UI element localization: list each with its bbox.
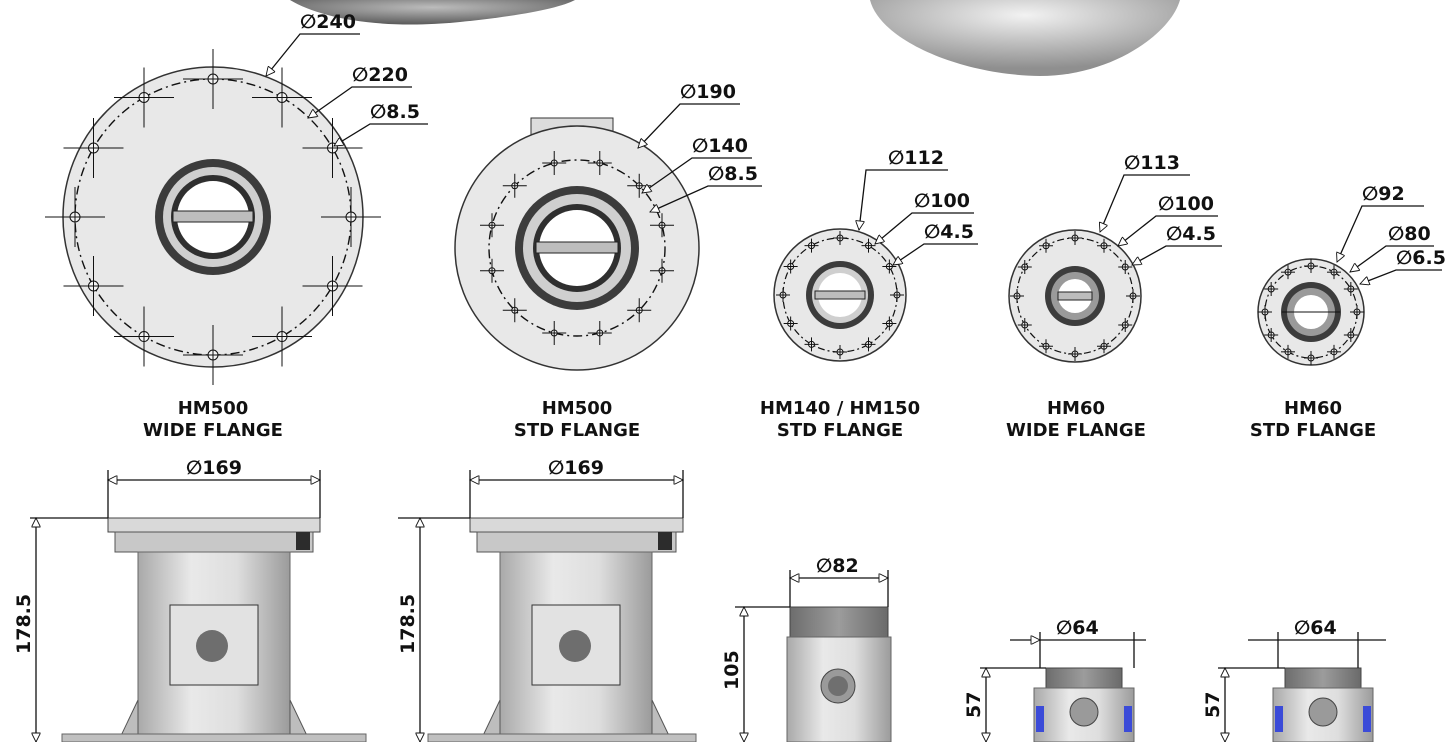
dim-hm500-std-height: 178.5 [397,594,419,654]
dim-hm60-wide-side-width: ∅64 [1056,617,1099,639]
dim-hm60-std-outer: ∅92 [1362,183,1405,205]
dim-hm60-std-height: 57 [1202,692,1224,718]
label-hm60-std-model: HM60 [1284,398,1342,419]
label-hm500-std-model: HM500 [542,398,613,419]
dim-hm500-wide-height: 178.5 [13,594,35,654]
side-view-hm60-wide [1033,667,1135,742]
top-view-hm140-std [773,228,907,362]
label-hm140-model: HM140 / HM150 [760,398,920,419]
dim-hm500-wide-outer: ∅240 [300,11,356,33]
top-view-hm500-std [454,117,700,371]
dim-hm60-std-hole: ∅6.5 [1396,247,1445,269]
side-view-hm140 [786,606,892,742]
label-hm500-wide-model: HM500 [178,398,249,419]
label-hm500-std-flange: STD FLANGE [514,420,640,441]
side-view-hm500-std [427,517,697,742]
dim-hm140-side-width: ∅82 [816,555,859,577]
dim-hm140-bolt-circle: ∅100 [914,190,970,212]
side-view-hm500-wide [61,517,367,742]
dim-hm500-wide-side-width: ∅169 [186,457,242,479]
dim-hm60-wide-outer: ∅113 [1124,152,1180,174]
label-hm60-std-flange: STD FLANGE [1250,420,1376,441]
dim-hm60-std-side-width: ∅64 [1294,617,1337,639]
dim-hm60-std-bolt-circle: ∅80 [1388,223,1431,245]
label-hm500-wide-flange: WIDE FLANGE [143,420,283,441]
product-photo-right [870,0,1180,76]
label-hm60-wide-model: HM60 [1047,398,1105,419]
top-view-hm60-std [1257,258,1365,366]
dim-hm140-hole: ∅4.5 [924,221,974,243]
dim-hm60-wide-height: 57 [963,692,985,718]
dim-hm500-wide-hole: ∅8.5 [370,101,420,123]
dim-hm500-std-bolt-circle: ∅140 [692,135,748,157]
dim-hm60-wide-hole: ∅4.5 [1166,223,1216,245]
dim-hm140-height: 105 [721,650,743,690]
side-view-hm60-std [1272,667,1374,742]
dim-hm140-outer: ∅112 [888,147,944,169]
dim-hm500-std-side-width: ∅169 [548,457,604,479]
label-hm140-flange: STD FLANGE [777,420,903,441]
dim-hm60-wide-bolt-circle: ∅100 [1158,193,1214,215]
top-view-hm60-wide [1008,229,1142,363]
dim-hm500-std-outer: ∅190 [680,81,736,103]
product-photo-left [290,0,575,25]
label-hm60-wide-flange: WIDE FLANGE [1006,420,1146,441]
top-view-hm500-wide [45,49,381,385]
dim-hm500-std-hole: ∅8.5 [708,163,758,185]
dim-hm500-wide-bolt-circle: ∅220 [352,64,408,86]
